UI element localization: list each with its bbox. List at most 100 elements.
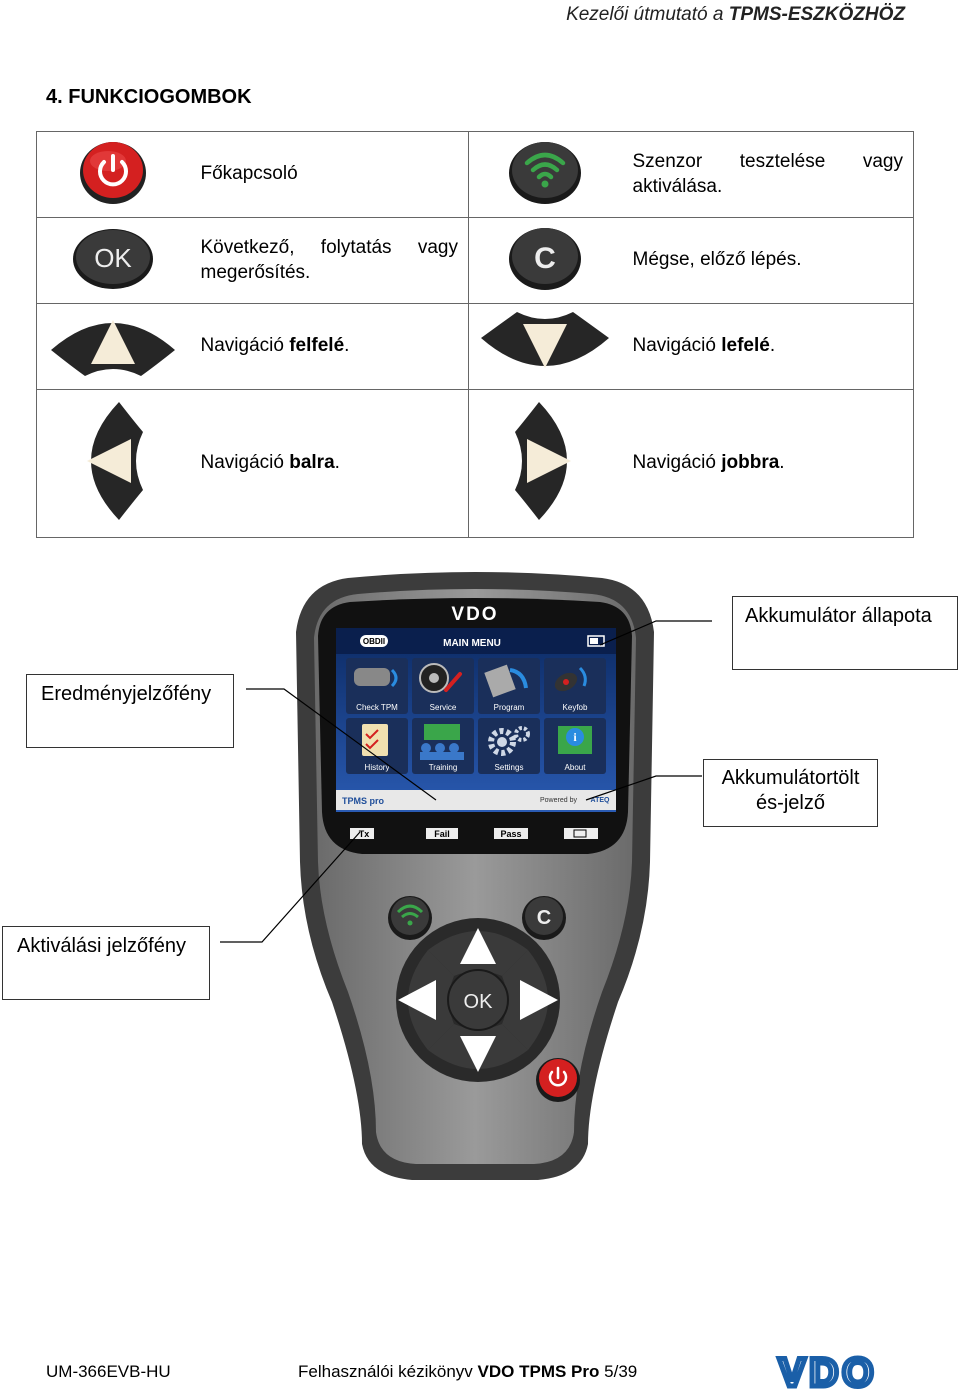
arrow-down-icon (468, 303, 621, 390)
indicator-fail: Fail (426, 828, 458, 839)
wireless-test-icon (468, 131, 621, 218)
table-row: Főkapcsoló Szenzor tesztelése vagy aktivál… (36, 131, 914, 218)
button-desc: Mégse, előző lépés. (620, 217, 914, 304)
desc-suffix: . (779, 452, 785, 474)
desc-prefix: Navigáció (200, 452, 284, 474)
callout-text: Eredményjelzőfény (41, 683, 212, 705)
screen-tile-history[interactable]: History (346, 718, 408, 774)
indicator-pass: Pass (494, 828, 528, 839)
function-buttons-table: Főkapcsoló Szenzor tesztelése vagy aktivál… (36, 131, 914, 538)
screen-tile-keyfob[interactable]: Keyfob (544, 658, 606, 714)
obd-badge (360, 635, 388, 647)
button-desc: Navigáció lefelé. (620, 303, 914, 390)
cancel-icon: C (468, 217, 621, 304)
tile-label: Keyfob (563, 703, 588, 712)
screen-tile-about[interactable]: i About (544, 718, 606, 774)
section-title: 4. FUNKCIOGOMBOK (46, 86, 252, 108)
indicator-label: Tx (359, 829, 370, 839)
word: Következő, (200, 236, 295, 258)
button-desc: Következő, folytatás vagy megerősítés. (188, 217, 469, 304)
desc-prefix: Navigáció (200, 335, 284, 357)
word: folytatás (320, 236, 392, 258)
device-cancel-button[interactable]: C (522, 896, 566, 940)
desc-bold: felfelé (289, 335, 345, 357)
desc-line-justified: Következő, folytatás vagy (201, 236, 459, 261)
tile-label: Settings (495, 763, 524, 772)
table-row: Navigáció felfelé. Navigáció lefelé. (36, 303, 914, 390)
screen-tile-service[interactable]: Service (412, 658, 474, 714)
device-wireless-button[interactable] (388, 896, 432, 940)
power-icon (36, 131, 189, 218)
page-header: Kezelői útmutató a TPMS-ESZKÖZHÖZ (566, 4, 905, 26)
desc-line: aktiválása. (632, 175, 723, 197)
footer-page: 5/39 (604, 1362, 638, 1381)
button-desc: Szenzor tesztelése vagy aktiválása. (620, 131, 914, 218)
indicator-label: Pass (500, 829, 521, 839)
tile-label: History (365, 763, 390, 772)
device-down-button[interactable] (428, 1024, 528, 1072)
callout-charge-indicator: Akkumulátortölt és-jelző (703, 759, 878, 827)
device-right-button[interactable] (502, 950, 558, 1050)
desc-line-justified: Szenzor tesztelése vagy (633, 150, 904, 175)
screen-tile-training[interactable]: Training (412, 718, 474, 774)
device-up-button[interactable] (428, 928, 528, 976)
arrow-left-icon (36, 389, 189, 538)
desc-prefix: Navigáció (632, 452, 716, 474)
desc-suffix: . (769, 335, 776, 357)
button-desc: Navigáció felfelé. (188, 303, 469, 390)
desc-bold: lefelé (721, 335, 770, 357)
word: vagy (862, 150, 903, 172)
device-power-button[interactable] (536, 1058, 580, 1102)
ok-icon: OK (36, 217, 189, 304)
tpms-device: VDO OBDII MAIN MENU Check TPM Service Pr… (296, 572, 654, 1180)
screen-tile-settings[interactable]: Settings (478, 718, 540, 774)
desc-suffix: . (344, 335, 350, 357)
callout-text: Aktiválási jelzőfény (17, 935, 186, 957)
desc-bold: balra (289, 452, 335, 474)
ok-label: OK (464, 991, 494, 1013)
screen-tile-program[interactable]: Program (478, 658, 540, 714)
ok-icon-label: OK (94, 243, 132, 273)
tile-label: About (565, 763, 587, 772)
arrow-right-icon (468, 389, 621, 538)
header-prefix: Kezelői útmutató a (566, 4, 724, 25)
screen-tile-check-tpm[interactable]: Check TPM (346, 658, 408, 714)
arrow-up-icon (36, 303, 189, 390)
word: Szenzor (632, 150, 703, 172)
tile-label: Program (494, 703, 525, 712)
status-right: Powered by (540, 797, 577, 804)
device-ok-button[interactable]: OK (447, 969, 509, 1031)
button-desc: Főkapcsoló (188, 131, 469, 218)
info-icon: i (573, 730, 577, 744)
device-brand: VDO (451, 604, 498, 625)
indicator-label: Fail (434, 829, 450, 839)
desc-prefix: Navigáció (632, 335, 716, 357)
callout-text: Akkumulátor állapota (745, 605, 932, 627)
tile-label: Service (430, 703, 457, 712)
footer-doc-id: UM-366EVB-HU (46, 1362, 171, 1381)
footer-manual: Felhasználói kézikönyv VDO TPMS Pro 5/39 (298, 1362, 637, 1382)
c-label: C (537, 907, 551, 929)
footer-manual-bold: VDO TPMS Pro (477, 1362, 600, 1381)
device-left-button[interactable] (398, 950, 454, 1050)
footer-manual-prefix: Felhasználói kézikönyv (298, 1362, 473, 1381)
status-brand: ATEQ (591, 797, 610, 804)
header-bold: TPMS-ESZKÖZHÖZ (728, 4, 905, 25)
callout-activation-light: Aktiválási jelzőfény (2, 926, 210, 1000)
desc-bold: jobbra (721, 452, 780, 474)
tile-label: Check TPM (356, 703, 398, 712)
obd-label: OBDII (363, 637, 385, 646)
tile-label: Training (429, 763, 458, 772)
callout-text-line1: Akkumulátortölt (721, 767, 860, 789)
indicator-charge-icon (564, 828, 598, 839)
word: vagy (417, 236, 458, 258)
desc-line: megerősítés. (200, 261, 311, 283)
status-left: TPMS pro (342, 796, 385, 806)
callout-text-line2: és-jelző (756, 792, 825, 814)
button-desc: Navigáció jobbra. (620, 389, 914, 538)
vdo-logo: VDO (776, 1352, 878, 1392)
logo-text: VDO (779, 1352, 878, 1392)
word: tesztelése (739, 150, 826, 172)
screen-title: MAIN MENU (443, 638, 501, 649)
